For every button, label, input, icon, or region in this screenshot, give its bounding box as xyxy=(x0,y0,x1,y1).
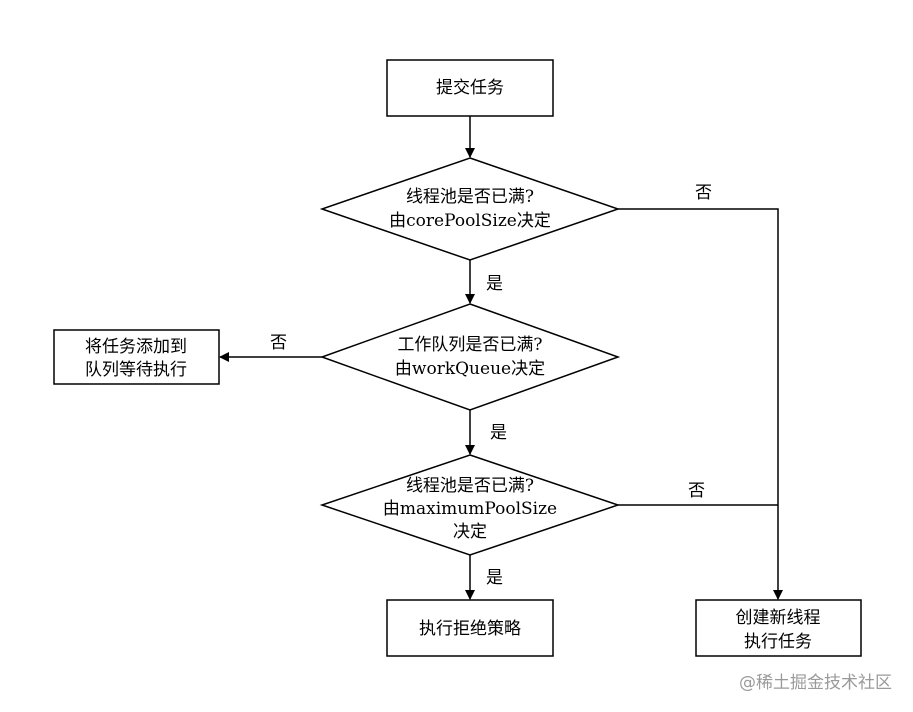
node-enqueue xyxy=(53,329,220,385)
node-check-queue-line1: 工作队列是否已满? xyxy=(397,335,542,355)
node-check-queue-line2: 由workQueue决定 xyxy=(395,359,545,379)
watermark: @稀土掘金技术社区 xyxy=(739,673,892,693)
edge-label-queue-yes: 是 xyxy=(490,423,507,443)
node-check-max-line2: 由maximumPoolSize xyxy=(383,499,557,519)
edge-core-no xyxy=(618,208,783,600)
node-reject-label: 执行拒绝策略 xyxy=(419,619,521,639)
node-reject xyxy=(386,599,554,657)
node-enqueue-line2: 队列等待执行 xyxy=(85,360,187,380)
node-submit xyxy=(386,59,554,117)
edge-label-max-yes: 是 xyxy=(486,568,503,588)
node-enqueue-line1: 将任务添加到 xyxy=(85,337,187,357)
edge-label-queue-no: 否 xyxy=(270,333,287,353)
edge-label-core-yes: 是 xyxy=(486,274,503,294)
edge-label-core-no: 否 xyxy=(695,183,712,203)
node-check-queue xyxy=(319,303,621,411)
node-check-max-line3: 决定 xyxy=(453,522,487,542)
node-check-core-line2: 由corePoolSize决定 xyxy=(389,211,551,231)
node-create-thread-line2: 执行任务 xyxy=(744,632,812,652)
node-check-core-line1: 线程池是否已满? xyxy=(406,187,534,207)
node-submit-label: 提交任务 xyxy=(436,78,504,98)
edge-label-max-no: 否 xyxy=(688,481,705,501)
node-check-max-line1: 线程池是否已满? xyxy=(406,476,534,496)
node-check-core xyxy=(319,157,621,261)
node-create-thread-line1: 创建新线程 xyxy=(736,608,821,628)
node-create-thread xyxy=(695,599,862,657)
